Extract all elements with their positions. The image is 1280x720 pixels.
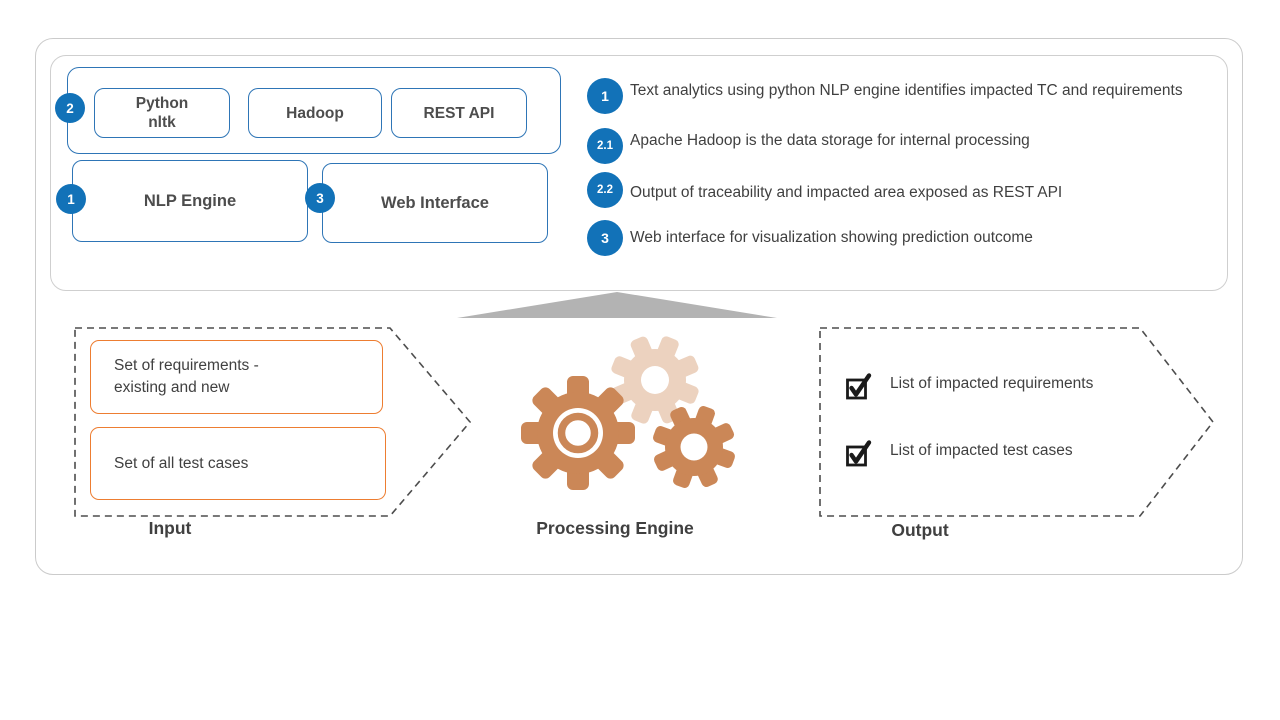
badge-web-interface: 3: [305, 183, 335, 213]
gears-icon: [521, 336, 735, 490]
annotation-badge-3: 3: [587, 220, 623, 256]
badge-nlp-engine: 1: [56, 184, 86, 214]
output-chevron-shape: [819, 327, 1215, 517]
input-box-test-cases: Set of all test cases: [90, 427, 386, 500]
annotation-text-3: Web interface for visualization showing …: [630, 229, 1033, 246]
annotation-badge-1: 1: [587, 78, 623, 114]
output-section-label: Output: [891, 520, 949, 540]
tech-box-label: REST API: [423, 104, 495, 122]
input-box-requirements: Set of requirements - existing and new: [90, 340, 383, 414]
tech-box-python-nltk: Python nltk: [94, 88, 230, 138]
tech-box-hadoop: Hadoop: [248, 88, 382, 138]
tech-box-rest-api: REST API: [391, 88, 527, 138]
up-arrow-icon: [457, 292, 777, 318]
annotation-badge-2-2: 2.2: [587, 172, 623, 208]
checkbox-checked-icon: [846, 373, 872, 400]
web-interface-label: Web Interface: [381, 193, 489, 212]
tech-box-label: Hadoop: [286, 104, 344, 122]
annotation-text-1: Text analytics using python NLP engine i…: [630, 82, 1183, 99]
processing-section-label: Processing Engine: [536, 518, 694, 538]
checkbox-checked-icon: [846, 440, 872, 467]
annotation-badge-2-1: 2.1: [587, 128, 623, 164]
annotation-text-2-2: Output of traceability and impacted area…: [630, 184, 1063, 201]
output-item-test-cases: List of impacted test cases: [890, 442, 1073, 459]
annotation-text-2-1: Apache Hadoop is the data storage for in…: [630, 132, 1030, 149]
output-item-requirements: List of impacted requirements: [890, 375, 1094, 392]
input-section-label: Input: [148, 518, 192, 538]
web-interface-box: Web Interface: [322, 163, 548, 243]
nlp-engine-label: NLP Engine: [143, 191, 237, 210]
nlp-engine-box: NLP Engine: [72, 160, 308, 242]
tech-box-label: Python nltk: [135, 95, 189, 131]
input-box-label: Set of all test cases: [114, 454, 249, 472]
badge-tech-stack: 2: [55, 93, 85, 123]
input-box-label: Set of requirements - existing and new: [114, 357, 259, 396]
